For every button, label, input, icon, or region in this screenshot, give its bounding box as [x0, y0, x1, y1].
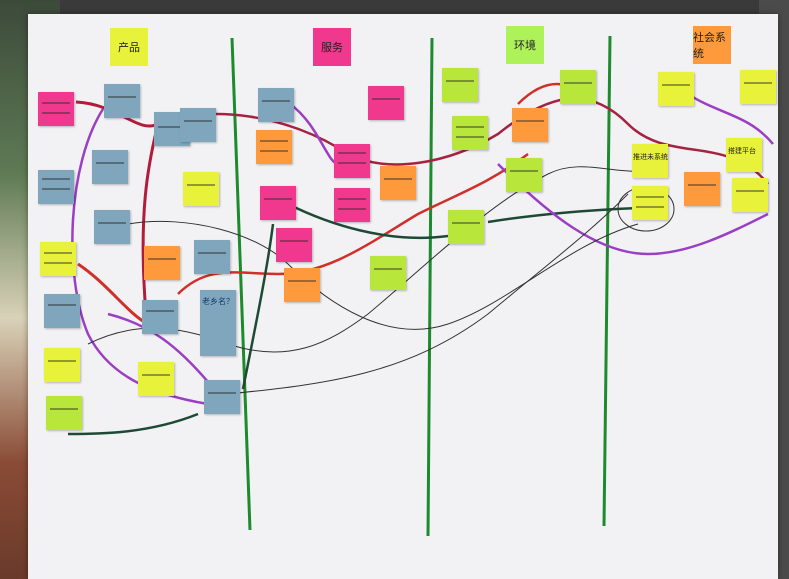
red-line-3: [77, 262, 149, 326]
sticky-note: [38, 92, 74, 126]
purple-line-3: [497, 163, 769, 256]
sticky-note: [276, 228, 312, 262]
note-handwriting: 老乡名？: [202, 297, 234, 306]
sticky-note: [512, 108, 548, 142]
divider-line-3: [602, 35, 612, 527]
sticky-note: [138, 362, 174, 396]
red-line-2: [157, 97, 769, 185]
dark-green-line-2: [287, 202, 449, 240]
sticky-note: [44, 294, 80, 328]
sticky-note: [144, 246, 180, 280]
dark-green-line-4: [241, 223, 275, 390]
sticky-note: [258, 88, 294, 122]
sticky-note-handwritten: 搭建平台: [726, 138, 762, 172]
sticky-note: [740, 70, 776, 104]
sticky-note: [142, 300, 178, 334]
sticky-note: [46, 396, 82, 430]
dark-green-line-3: [487, 206, 639, 224]
dark-green-line-1: [67, 412, 199, 436]
sticky-note: [658, 72, 694, 106]
sticky-note: [44, 348, 80, 382]
divider-line-2: [426, 37, 434, 537]
sticky-note: [380, 166, 416, 200]
purple-line-4: [687, 92, 774, 145]
note-handwriting: 搭建平台: [728, 147, 756, 155]
sticky-note: [38, 170, 74, 204]
sticky-note: [194, 240, 230, 274]
sticky-note: [180, 108, 216, 142]
sticky-note: [94, 210, 130, 244]
thin-line-3: [227, 193, 629, 395]
thin-line-1: [87, 163, 669, 353]
column-title-product: 产品: [110, 28, 148, 66]
column-title-environment: 环境: [506, 26, 544, 64]
sticky-note: [560, 70, 596, 104]
red-line-1: [75, 100, 161, 315]
sticky-note: [256, 130, 292, 164]
sticky-note: [183, 172, 219, 206]
sticky-note: [104, 84, 140, 118]
sticky-note: [506, 158, 542, 192]
whiteboard: 产品 服务 环境 社会系统 老乡名？: [28, 14, 778, 579]
sticky-note: [684, 172, 720, 206]
sticky-note: [452, 116, 488, 150]
sticky-note: [334, 144, 370, 178]
purple-line-5: [107, 312, 219, 395]
sticky-note: [260, 186, 296, 220]
sticky-note: [368, 86, 404, 120]
sticky-note: [442, 68, 478, 102]
sticky-note-handwritten: 推进未系统: [632, 144, 668, 178]
divider-line-1: [230, 37, 252, 531]
sticky-note: [92, 150, 128, 184]
sticky-note: [632, 186, 668, 220]
sticky-note: [40, 242, 76, 276]
sticky-note: [370, 256, 406, 290]
column-title-social-system: 社会系统: [693, 26, 731, 64]
thin-line-2: [127, 220, 639, 330]
column-title-service: 服务: [313, 28, 351, 66]
sticky-note: [204, 380, 240, 414]
sticky-note: [448, 210, 484, 244]
sticky-note: [284, 268, 320, 302]
sticky-note: [732, 178, 768, 212]
sticky-note-handwritten: 老乡名？: [200, 290, 236, 356]
note-handwriting: 推进未系统: [633, 153, 668, 161]
sticky-note: [334, 188, 370, 222]
